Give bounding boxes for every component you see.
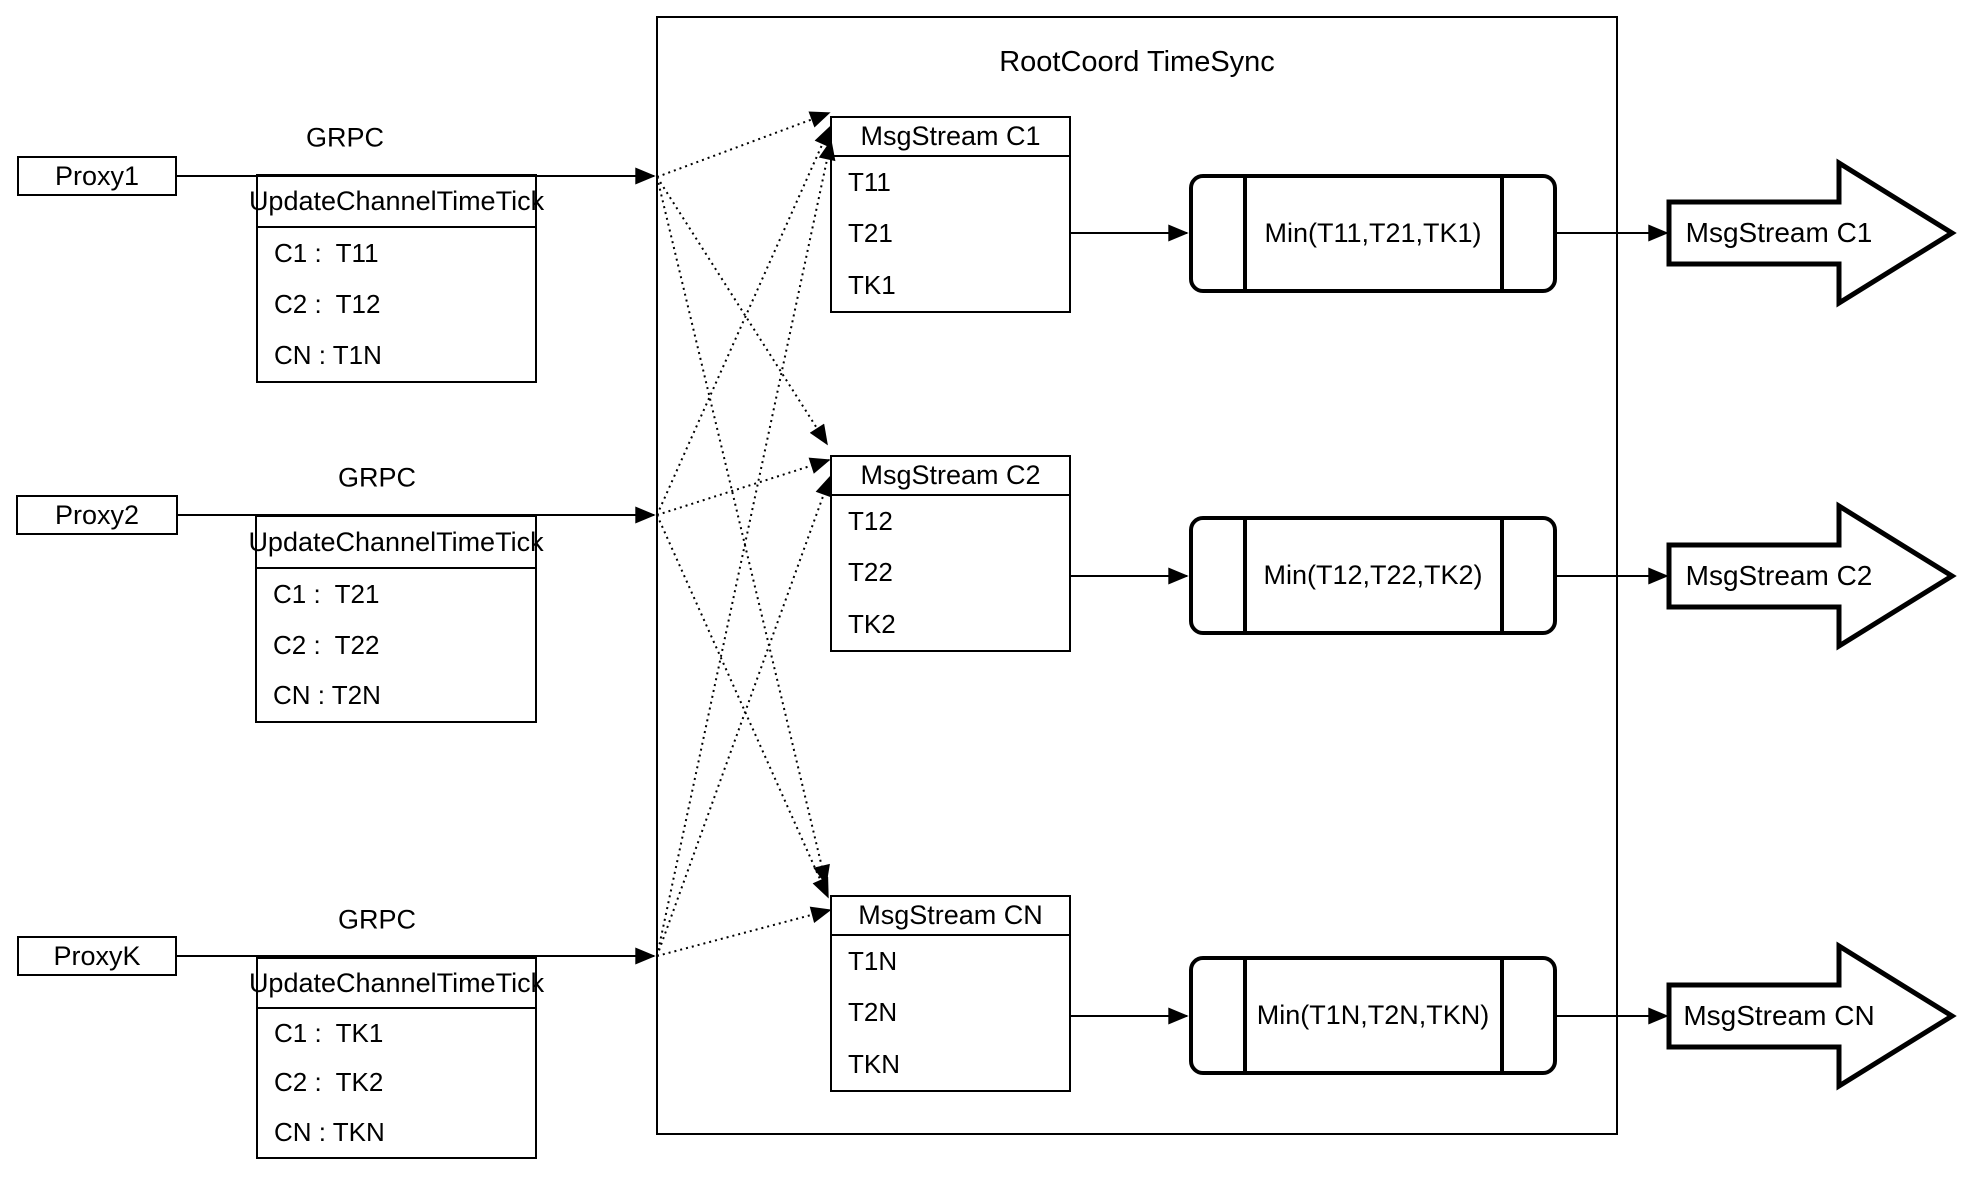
tick-row: C1 : T21 bbox=[273, 578, 380, 609]
min-cn-box: Min(T1N,T2N,TKN) bbox=[1189, 956, 1557, 1075]
tick-table-proxyk: UpdateChannelTimeTick C1 : TK1 C2 : TK2 … bbox=[249, 957, 544, 1159]
out-arrow-c2-label: MsgStream C2 bbox=[1685, 560, 1873, 591]
stream-row: TKN bbox=[848, 1048, 900, 1079]
stream-row: T21 bbox=[848, 218, 893, 249]
tick-row: CN : TKN bbox=[274, 1116, 385, 1147]
tick-table-proxy1-header: UpdateChannelTimeTick bbox=[249, 176, 544, 228]
min-c1-right-bar bbox=[1500, 178, 1504, 289]
tick-row: C2 : T22 bbox=[273, 629, 380, 660]
min-c2-right-bar bbox=[1500, 520, 1504, 631]
msgstream-c1-table-header: MsgStream C1 bbox=[832, 118, 1069, 157]
tick-row: C1 : T11 bbox=[274, 238, 379, 268]
grpc-label-row2: GRPC bbox=[337, 462, 417, 493]
output-stream-arrows bbox=[1666, 158, 1957, 1091]
msgstream-c2-table: MsgStream C2 T12 T22 TK2 bbox=[830, 455, 1071, 652]
proxy2-label: Proxy2 bbox=[54, 499, 140, 530]
min-c2-left-bar bbox=[1243, 520, 1247, 631]
stream-row: T2N bbox=[848, 997, 898, 1028]
min-cn-label: Min(T1N,T2N,TKN) bbox=[1256, 1000, 1490, 1030]
grpc-label-row1: GRPC bbox=[305, 122, 385, 153]
min-cn-right-bar bbox=[1500, 960, 1504, 1071]
proxyk-box: ProxyK bbox=[17, 936, 177, 976]
stream-row: T11 bbox=[848, 167, 891, 198]
proxy1-label: Proxy1 bbox=[54, 160, 140, 191]
stream-row: TK2 bbox=[848, 608, 896, 639]
msgstream-c1-table: MsgStream C1 T11 T21 TK1 bbox=[830, 116, 1071, 313]
tick-table-proxy2-header: UpdateChannelTimeTick bbox=[248, 517, 544, 569]
rootcoord-title: RootCoord TimeSync bbox=[999, 46, 1275, 78]
stream-row: T1N bbox=[848, 946, 898, 977]
stream-row: T12 bbox=[848, 506, 893, 537]
out-arrow-cn-label: MsgStream CN bbox=[1683, 1000, 1875, 1031]
min-c1-box: Min(T11,T21,TK1) bbox=[1189, 174, 1557, 293]
stream-row: T22 bbox=[848, 557, 893, 588]
proxy1-box: Proxy1 bbox=[17, 156, 177, 196]
tick-table-proxy1: UpdateChannelTimeTick C1 : T11 C2 : T12 … bbox=[249, 174, 544, 383]
grpc-label-row3: GRPC bbox=[337, 904, 417, 935]
min-c1-label: Min(T11,T21,TK1) bbox=[1264, 218, 1482, 248]
proxyk-label: ProxyK bbox=[53, 940, 141, 971]
tick-row: C2 : T12 bbox=[274, 289, 381, 319]
stream-row: TK1 bbox=[848, 269, 896, 300]
min-c2-box: Min(T12,T22,TK2) bbox=[1189, 516, 1557, 635]
tick-row: C1 : TK1 bbox=[274, 1018, 384, 1049]
min-c1-left-bar bbox=[1243, 178, 1247, 289]
msgstream-c2-table-header: MsgStream C2 bbox=[832, 457, 1069, 496]
tick-table-proxyk-header: UpdateChannelTimeTick bbox=[249, 959, 544, 1009]
tick-row: C2 : TK2 bbox=[274, 1067, 384, 1098]
tick-row: CN : T1N bbox=[274, 340, 382, 370]
tick-table-proxy2: UpdateChannelTimeTick C1 : T21 C2 : T22 … bbox=[248, 515, 544, 723]
min-c2-label: Min(T12,T22,TK2) bbox=[1263, 560, 1483, 590]
msgstream-cn-table: MsgStream CN T1N T2N TKN bbox=[830, 895, 1071, 1092]
proxy2-box: Proxy2 bbox=[16, 495, 178, 535]
out-arrow-c1-label: MsgStream C1 bbox=[1685, 217, 1873, 248]
min-cn-left-bar bbox=[1243, 960, 1247, 1071]
tick-row: CN : T2N bbox=[273, 680, 381, 711]
msgstream-cn-table-header: MsgStream CN bbox=[832, 897, 1069, 936]
